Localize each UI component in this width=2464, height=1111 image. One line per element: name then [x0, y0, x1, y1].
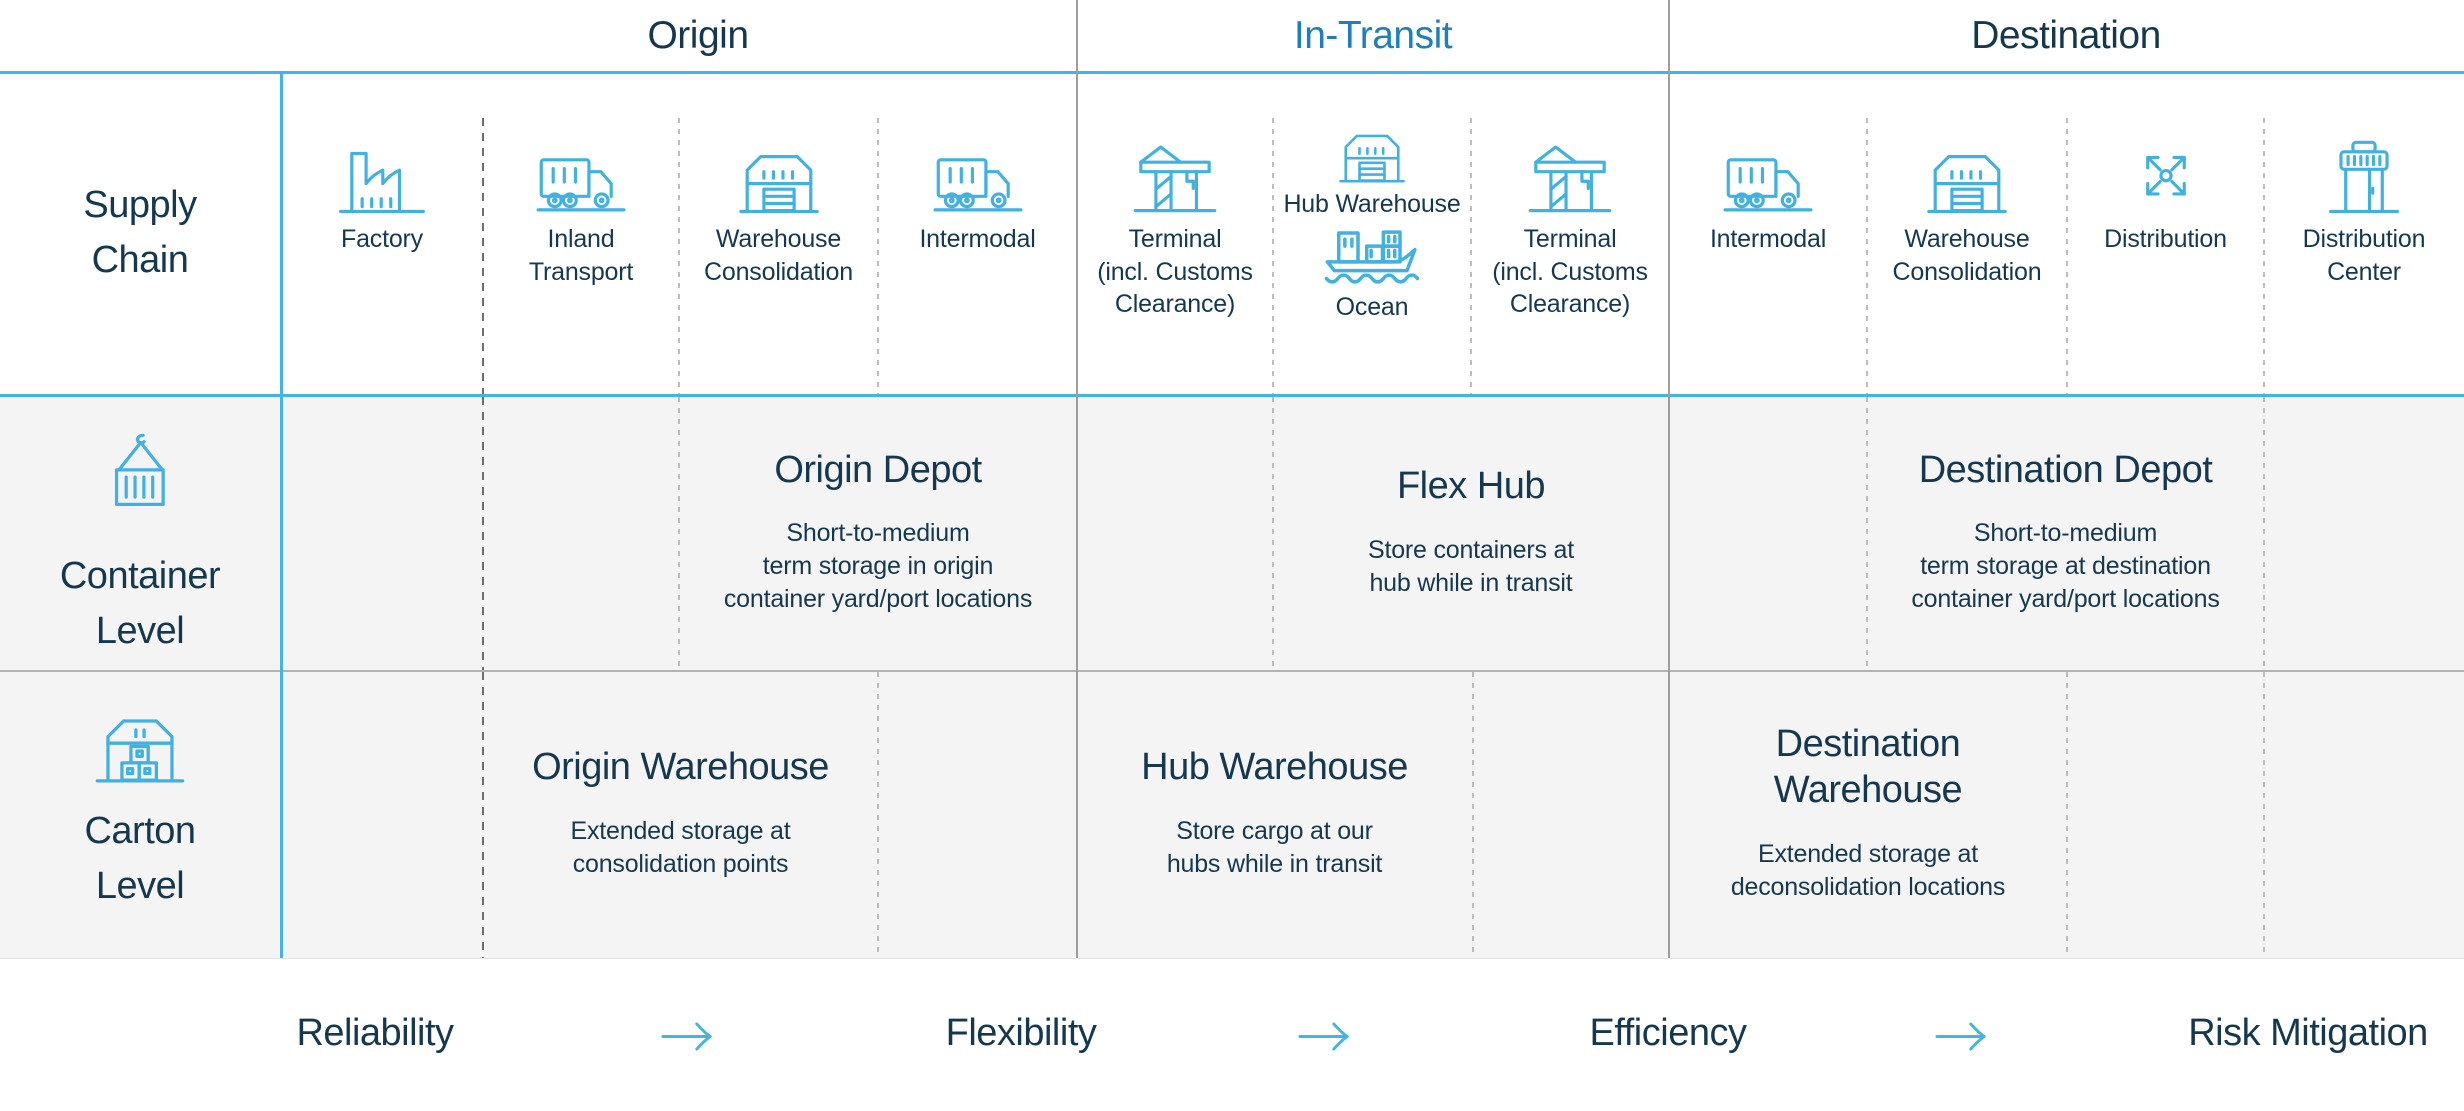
card-title: Origin Depot	[774, 448, 982, 491]
card-title: Origin Warehouse	[532, 746, 829, 789]
card-origin-depot: Origin Depot Short-to-medium term storag…	[679, 397, 1077, 667]
step-warehouse-consolidation-origin: Warehouse Consolidation	[679, 128, 878, 288]
card-desc: Store cargo at our hubs while in transit	[1166, 816, 1383, 878]
row-label-container-level: Container Level	[59, 555, 221, 653]
label-column-divider	[280, 74, 283, 958]
step-distribution: Distribution	[2067, 128, 2264, 256]
card-desc: Store containers at hub while in transit	[1367, 535, 1575, 597]
card-origin-warehouse: Origin Warehouse Extended storage at con…	[483, 672, 878, 954]
ship-icon	[1316, 191, 1428, 289]
step-label: Distribution Center	[2302, 225, 2426, 286]
dashed-divider	[482, 397, 484, 670]
origin-intransit-divider	[1076, 0, 1078, 958]
step-label: Factory	[341, 225, 423, 253]
card-title: Flex Hub	[1396, 465, 1546, 508]
card-hub-warehouse: Hub Warehouse Store cargo at our hubs wh…	[1077, 672, 1472, 954]
benefit-efficiency: Efficiency	[1589, 1012, 1747, 1054]
card-title: Destination Depot	[1918, 448, 2213, 491]
benefit-risk-mitigation: Risk Mitigation	[2188, 1012, 2428, 1054]
step-label: Inland Transport	[528, 225, 634, 286]
step-label: Ocean	[1335, 292, 1409, 321]
step-intermodal-origin: Intermodal	[878, 128, 1077, 256]
row-label-carton-level: Carton Level	[84, 810, 196, 908]
dashed-divider	[1272, 118, 1274, 394]
card-desc: Short-to-medium term storage at destinat…	[1911, 519, 2220, 614]
card-desc: Extended storage at deconsolidation loca…	[1730, 839, 2006, 901]
benefit-flexibility: Flexibility	[945, 1012, 1097, 1054]
factory-icon	[331, 128, 433, 217]
step-intermodal-destination: Intermodal	[1669, 128, 1867, 256]
right-arrow-icon	[661, 1020, 719, 1053]
truck-icon	[1717, 128, 1819, 217]
container-level-row-background	[0, 397, 2464, 670]
card-desc: Short-to-medium term storage in origin c…	[723, 519, 1033, 614]
intransit-destination-divider	[1668, 0, 1670, 958]
dashed-divider	[1472, 672, 1474, 958]
header-in-transit: In-Transit	[1293, 14, 1453, 57]
dashed-divider	[1866, 118, 1868, 394]
container-carton-divider	[0, 670, 2464, 672]
dashed-divider	[482, 118, 484, 394]
row-label-container-level-group: Container Level	[59, 428, 221, 659]
dashed-divider	[2263, 672, 2265, 958]
dashed-divider	[877, 672, 879, 958]
dashed-divider	[1866, 397, 1868, 670]
step-warehouse-consolidation-destination: Warehouse Consolidation	[1867, 128, 2067, 288]
dashed-divider	[2263, 118, 2265, 394]
warehouse-icon	[1916, 128, 2018, 217]
step-hub-warehouse-ocean: Hub Warehouse Ocean	[1273, 112, 1471, 323]
row-label-supply-chain: Supply Chain	[83, 184, 197, 282]
truck-icon	[530, 128, 632, 217]
step-label: Intermodal	[919, 225, 1036, 253]
step-factory: Factory	[281, 128, 483, 256]
table-bottom-divider	[0, 958, 2464, 959]
card-title: Destination Warehouse	[1773, 723, 1963, 811]
card-destination-warehouse: Destination Warehouse Extended storage a…	[1669, 672, 2067, 954]
header-underline	[0, 71, 2464, 74]
dashed-divider	[482, 672, 484, 958]
card-desc: Extended storage at consolidation points	[570, 816, 791, 878]
header-destination: Destination	[1971, 14, 2161, 57]
card-title: Hub Warehouse	[1141, 746, 1408, 789]
carton-warehouse-icon	[88, 698, 193, 790]
dashed-divider	[877, 118, 879, 394]
step-label: Warehouse Consolidation	[1892, 225, 2042, 286]
step-label: Intermodal	[1709, 225, 1827, 253]
dashed-divider	[2263, 397, 2265, 670]
step-label: Warehouse Consolidation	[704, 225, 853, 286]
step-terminal-outbound: Terminal (incl. Customs Clearance)	[1471, 128, 1669, 321]
row-label-carton-level-group: Carton Level	[84, 698, 196, 914]
dashed-divider	[678, 118, 680, 394]
dashed-divider	[2066, 118, 2068, 394]
truck-icon	[927, 128, 1029, 217]
benefit-reliability: Reliability	[296, 1012, 454, 1054]
step-label: Hub Warehouse	[1283, 190, 1461, 218]
container-crane-icon	[95, 428, 185, 531]
distribution-icon	[2115, 128, 2217, 217]
crane-icon	[1124, 128, 1226, 217]
card-destination-depot: Destination Depot Short-to-medium term s…	[1867, 397, 2264, 667]
step-label: Terminal (incl. Customs Clearance)	[1492, 225, 1648, 318]
dashed-divider	[1272, 397, 1274, 670]
supply-container-divider	[0, 394, 2464, 397]
dashed-divider	[1470, 118, 1472, 394]
step-label: Distribution	[2104, 225, 2227, 253]
step-distribution-center: Distribution Center	[2264, 128, 2464, 288]
right-arrow-icon	[1298, 1020, 1356, 1053]
store-icon	[2313, 128, 2415, 217]
crane-icon	[1519, 128, 1621, 217]
carton-level-row-background	[0, 672, 2464, 958]
dashed-divider	[678, 397, 680, 670]
step-label: Terminal (incl. Customs Clearance)	[1097, 225, 1253, 318]
dashed-divider	[2066, 672, 2068, 958]
header-origin: Origin	[647, 14, 749, 57]
right-arrow-icon	[1935, 1020, 1993, 1053]
warehouse-icon	[728, 128, 830, 217]
warehouse-icon	[1330, 112, 1414, 186]
card-flex-hub: Flex Hub Store containers at hub while i…	[1273, 397, 1669, 667]
step-terminal-inbound: Terminal (incl. Customs Clearance)	[1077, 128, 1273, 321]
step-inland-transport: Inland Transport	[483, 128, 679, 288]
